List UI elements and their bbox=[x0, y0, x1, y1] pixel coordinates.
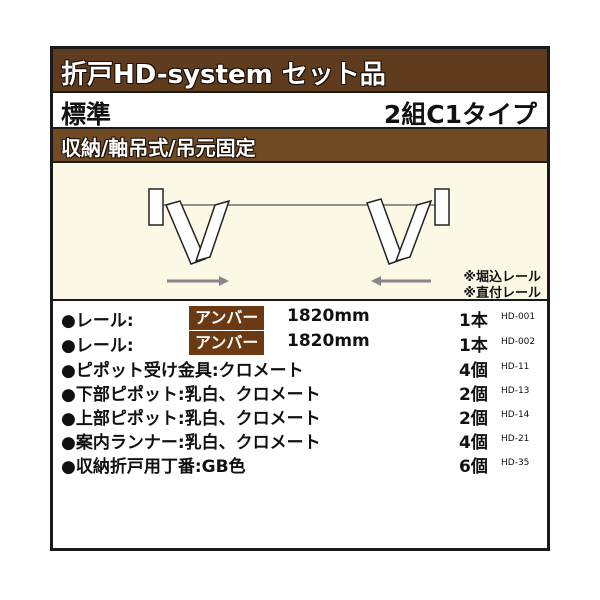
part-length: 1820mm bbox=[287, 306, 370, 326]
list-item: ●上部ピポット:乳白、クロメート 2個 HD-14 bbox=[61, 404, 541, 429]
part-quantity: 2個 bbox=[459, 385, 488, 405]
product-spec-card: 折戸HD-system セット品 標準 2組C1タイプ 収納/軸吊式/吊元固定 bbox=[50, 46, 550, 551]
right-panel-1 bbox=[366, 198, 404, 265]
part-quantity: 4個 bbox=[459, 433, 488, 453]
part-quantity: 4個 bbox=[459, 361, 488, 381]
part-name: ●上部ピポット:乳白、クロメート bbox=[61, 409, 321, 429]
right-panel-2 bbox=[394, 199, 433, 263]
list-item: ●レール: アンバー 1820mm 1本 HD-001 bbox=[61, 306, 541, 331]
note-recessed-rail: ※堀込レール bbox=[463, 270, 541, 285]
list-item: ●レール: アンバー 1820mm 1本 HD-002 bbox=[61, 331, 541, 356]
part-name: ●レール: bbox=[61, 311, 134, 331]
right-arrow-head bbox=[371, 276, 381, 286]
part-name: ●案内ランナー:乳白、クロメート bbox=[61, 433, 321, 453]
right-jamb bbox=[434, 188, 450, 226]
part-quantity: 1本 bbox=[459, 336, 488, 356]
list-item: ●下部ピポット:乳白、クロメート 2個 HD-13 bbox=[61, 380, 541, 405]
door-diagram: ※堀込レール ※直付レール bbox=[53, 161, 547, 301]
list-item: ●ピポット受け金具:クロメート 4個 HD-11 bbox=[61, 356, 541, 381]
part-code: HD-13 bbox=[501, 386, 530, 396]
list-item: ●収納折戸用丁番:GB色 6個 HD-35 bbox=[61, 452, 541, 477]
mode-bar: 収納/軸吊式/吊元固定 bbox=[53, 129, 547, 161]
part-quantity: 2個 bbox=[459, 409, 488, 429]
part-code: HD-001 bbox=[501, 312, 536, 322]
color-tag: アンバー bbox=[189, 331, 265, 355]
left-jamb bbox=[148, 188, 164, 226]
color-tag: アンバー bbox=[189, 306, 265, 330]
part-name: ●下部ピポット:乳白、クロメート bbox=[61, 385, 321, 405]
part-code: HD-14 bbox=[501, 410, 530, 420]
part-name: ●収納折戸用丁番:GB色 bbox=[61, 457, 246, 477]
part-name: ●レール: bbox=[61, 336, 134, 356]
part-code: HD-11 bbox=[501, 362, 530, 372]
product-title: 折戸HD-system セット品 bbox=[61, 60, 386, 90]
left-arrow-head bbox=[219, 276, 229, 286]
part-quantity: 6個 bbox=[459, 457, 488, 477]
part-code: HD-35 bbox=[501, 458, 530, 468]
part-code: HD-21 bbox=[501, 434, 530, 444]
note-surface-rail: ※直付レール bbox=[463, 286, 541, 301]
variant-row: 標準 2組C1タイプ bbox=[53, 91, 547, 129]
standard-label: 標準 bbox=[61, 100, 112, 129]
part-quantity: 1本 bbox=[459, 311, 488, 331]
title-bar: 折戸HD-system セット品 bbox=[53, 49, 547, 91]
part-length: 1820mm bbox=[287, 331, 370, 351]
part-code: HD-002 bbox=[501, 337, 536, 347]
folding-door-illustration bbox=[148, 188, 450, 286]
list-item: ●案内ランナー:乳白、クロメート 4個 HD-21 bbox=[61, 428, 541, 453]
left-panel-2 bbox=[194, 199, 231, 263]
type-label: 2組C1タイプ bbox=[383, 100, 537, 129]
mode-label: 収納/軸吊式/吊元固定 bbox=[61, 136, 256, 160]
part-name: ●ピポット受け金具:クロメート bbox=[61, 361, 304, 381]
